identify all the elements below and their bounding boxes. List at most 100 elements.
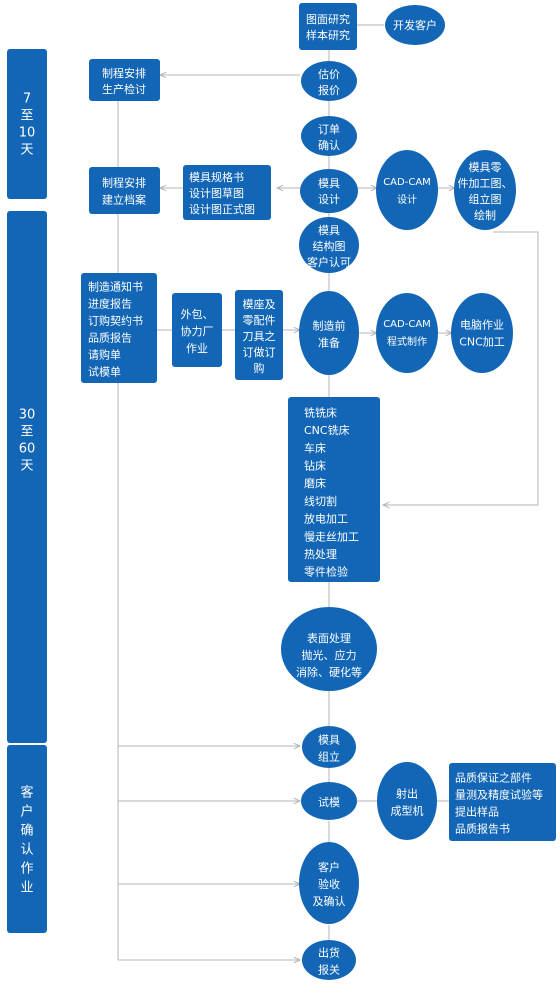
- label-line: 请购单: [88, 348, 121, 362]
- label-line: 试模: [318, 796, 340, 809]
- assemble-ellipse: [302, 726, 356, 768]
- label-line: 确: [20, 824, 33, 839]
- specs-box: [183, 165, 271, 220]
- label-line: 模具规格书: [189, 170, 244, 184]
- label-line: 件加工图、: [458, 177, 513, 190]
- label-line: 进度报告: [88, 297, 132, 311]
- trial-ellipse: [301, 782, 357, 820]
- specs-label: 模具规格书设计图草图设计图正式图: [189, 170, 255, 216]
- label-line: 设计: [397, 193, 417, 206]
- label-line: 设计图正式图: [189, 203, 255, 216]
- injection-ellipse: [377, 762, 437, 840]
- label-line: 制造通知书: [88, 280, 143, 294]
- notices-label: 制造通知书进度报告订购契约书品质报告请购单试模单: [88, 280, 143, 379]
- label-line: 抛光、应力: [302, 648, 357, 662]
- order-ellipse: [301, 116, 357, 156]
- label-line: 结构图: [313, 239, 346, 253]
- label-line: 量测及精度试验等: [455, 788, 543, 802]
- label-line: 绘制: [474, 208, 496, 222]
- design-ellipse: [300, 169, 358, 213]
- label-line: 30: [19, 408, 36, 423]
- design-label: 模具设计: [318, 177, 340, 206]
- label-line: 品质保证之部件: [455, 771, 532, 785]
- drawing-box: [299, 3, 357, 50]
- label-line: 模座及: [243, 297, 276, 311]
- schedule1-label: 制程安排生产检讨: [102, 66, 146, 96]
- approve-ellipse: [299, 217, 359, 273]
- phases-2-label: 客户确认作业: [20, 785, 33, 896]
- outsource-label: 外包、协力厂作业: [181, 308, 214, 355]
- schedule1-box: [89, 59, 160, 101]
- label-line: 热处理: [304, 548, 337, 561]
- label-line: 及确认: [313, 895, 346, 908]
- label-line: 7: [23, 92, 31, 107]
- label-line: 提出样品: [455, 805, 499, 819]
- label-line: 线切割: [304, 494, 337, 508]
- phase-bars: [7, 49, 47, 933]
- label-line: 户: [20, 804, 33, 820]
- label-line: 设计: [318, 193, 340, 206]
- label-line: 表面处理: [307, 631, 351, 645]
- cnc-ellipse: [451, 293, 513, 373]
- label-line: 出货: [318, 946, 340, 960]
- label-line: 生产检讨: [102, 82, 146, 96]
- cadcam2-ellipse: [376, 293, 438, 373]
- purchase-label: 模座及零配件刀具之订做订购: [243, 297, 276, 375]
- develop-ellipse: [385, 5, 445, 45]
- cadcam1-ellipse: [376, 150, 438, 230]
- phase-bar-3: [7, 745, 47, 933]
- prep-label: 制造前准备: [313, 319, 346, 350]
- schedule2-label: 制程安排建立档案: [102, 176, 146, 207]
- phase-bar-2: [7, 211, 47, 743]
- label-line: 铣铣床: [304, 405, 337, 419]
- label-line: 模具: [318, 224, 340, 237]
- label-line: 制程安排: [102, 66, 146, 80]
- label-line: CAD-CAM: [383, 177, 431, 188]
- label-line: 车床: [304, 441, 326, 455]
- order-label: 订单确认: [318, 123, 340, 152]
- label-line: 10: [19, 126, 36, 141]
- label-line: CAD-CAM: [383, 319, 431, 330]
- label-line: 成型机: [391, 804, 424, 818]
- label-line: 零件检验: [304, 565, 348, 579]
- label-line: 模具: [318, 734, 340, 747]
- qa-box: [449, 763, 556, 841]
- label-line: 组立图: [469, 192, 502, 206]
- label-line: CNC加工: [459, 336, 505, 349]
- label-line: 客户认可: [307, 255, 351, 269]
- trial-label: 试模: [318, 796, 340, 809]
- quote-ellipse: [301, 61, 357, 101]
- label-line: 至: [20, 109, 33, 124]
- label-line: 电脑作业: [460, 319, 504, 332]
- drawing-label: 图面研究样本研究: [306, 12, 350, 42]
- label-line: 开发客户: [393, 18, 437, 32]
- label-line: 射出: [396, 787, 418, 801]
- label-line: 客户: [318, 860, 340, 874]
- label-line: 图面研究: [306, 12, 350, 26]
- label-line: 订购契约书: [88, 314, 143, 328]
- label-line: 样本研究: [306, 28, 350, 42]
- label-line: 验收: [318, 877, 340, 891]
- surface-label: 表面处理抛光、应力消除、硬化等: [296, 631, 362, 679]
- label-line: 订单: [318, 123, 340, 136]
- purchase-box: [235, 290, 283, 380]
- phases-1-label: 30 至 60 天: [19, 408, 36, 474]
- label-line: 制造前: [313, 319, 346, 333]
- qa-label: 品质保证之部件量测及精度试验等提出样品品质报告书: [455, 771, 543, 836]
- label-line: 品质报告: [88, 331, 132, 345]
- ship-ellipse: [302, 940, 356, 980]
- label-line: 设计图草图: [189, 187, 244, 200]
- label-line: 60: [19, 442, 36, 457]
- label-line: 业: [20, 881, 33, 896]
- quote-label: 估价报价: [318, 68, 340, 97]
- label-line: 放电加工: [304, 512, 348, 526]
- phase-bar-1: [7, 49, 47, 199]
- label-line: 客: [20, 785, 33, 801]
- injection-label: 射出成型机: [391, 787, 424, 818]
- label-line: 认: [20, 843, 33, 858]
- accept-label: 客户验收及确认: [313, 860, 346, 908]
- label-line: 天: [20, 459, 33, 474]
- label-line: 至: [20, 425, 33, 440]
- cnc-label: 电脑作业 CNC加工: [459, 319, 505, 349]
- ship-label: 出货报关: [318, 946, 340, 977]
